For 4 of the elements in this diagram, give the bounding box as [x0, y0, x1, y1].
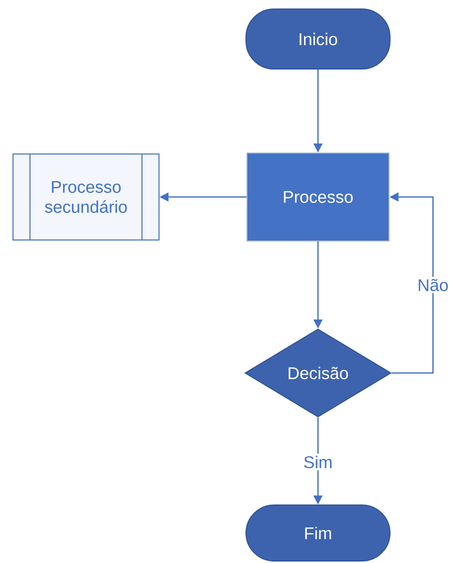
edge-label: Sim: [301, 454, 335, 470]
process-box: Processo: [246, 152, 390, 242]
edge-label: Não: [415, 276, 451, 294]
subprocess-box: Processo secundário: [12, 154, 160, 240]
